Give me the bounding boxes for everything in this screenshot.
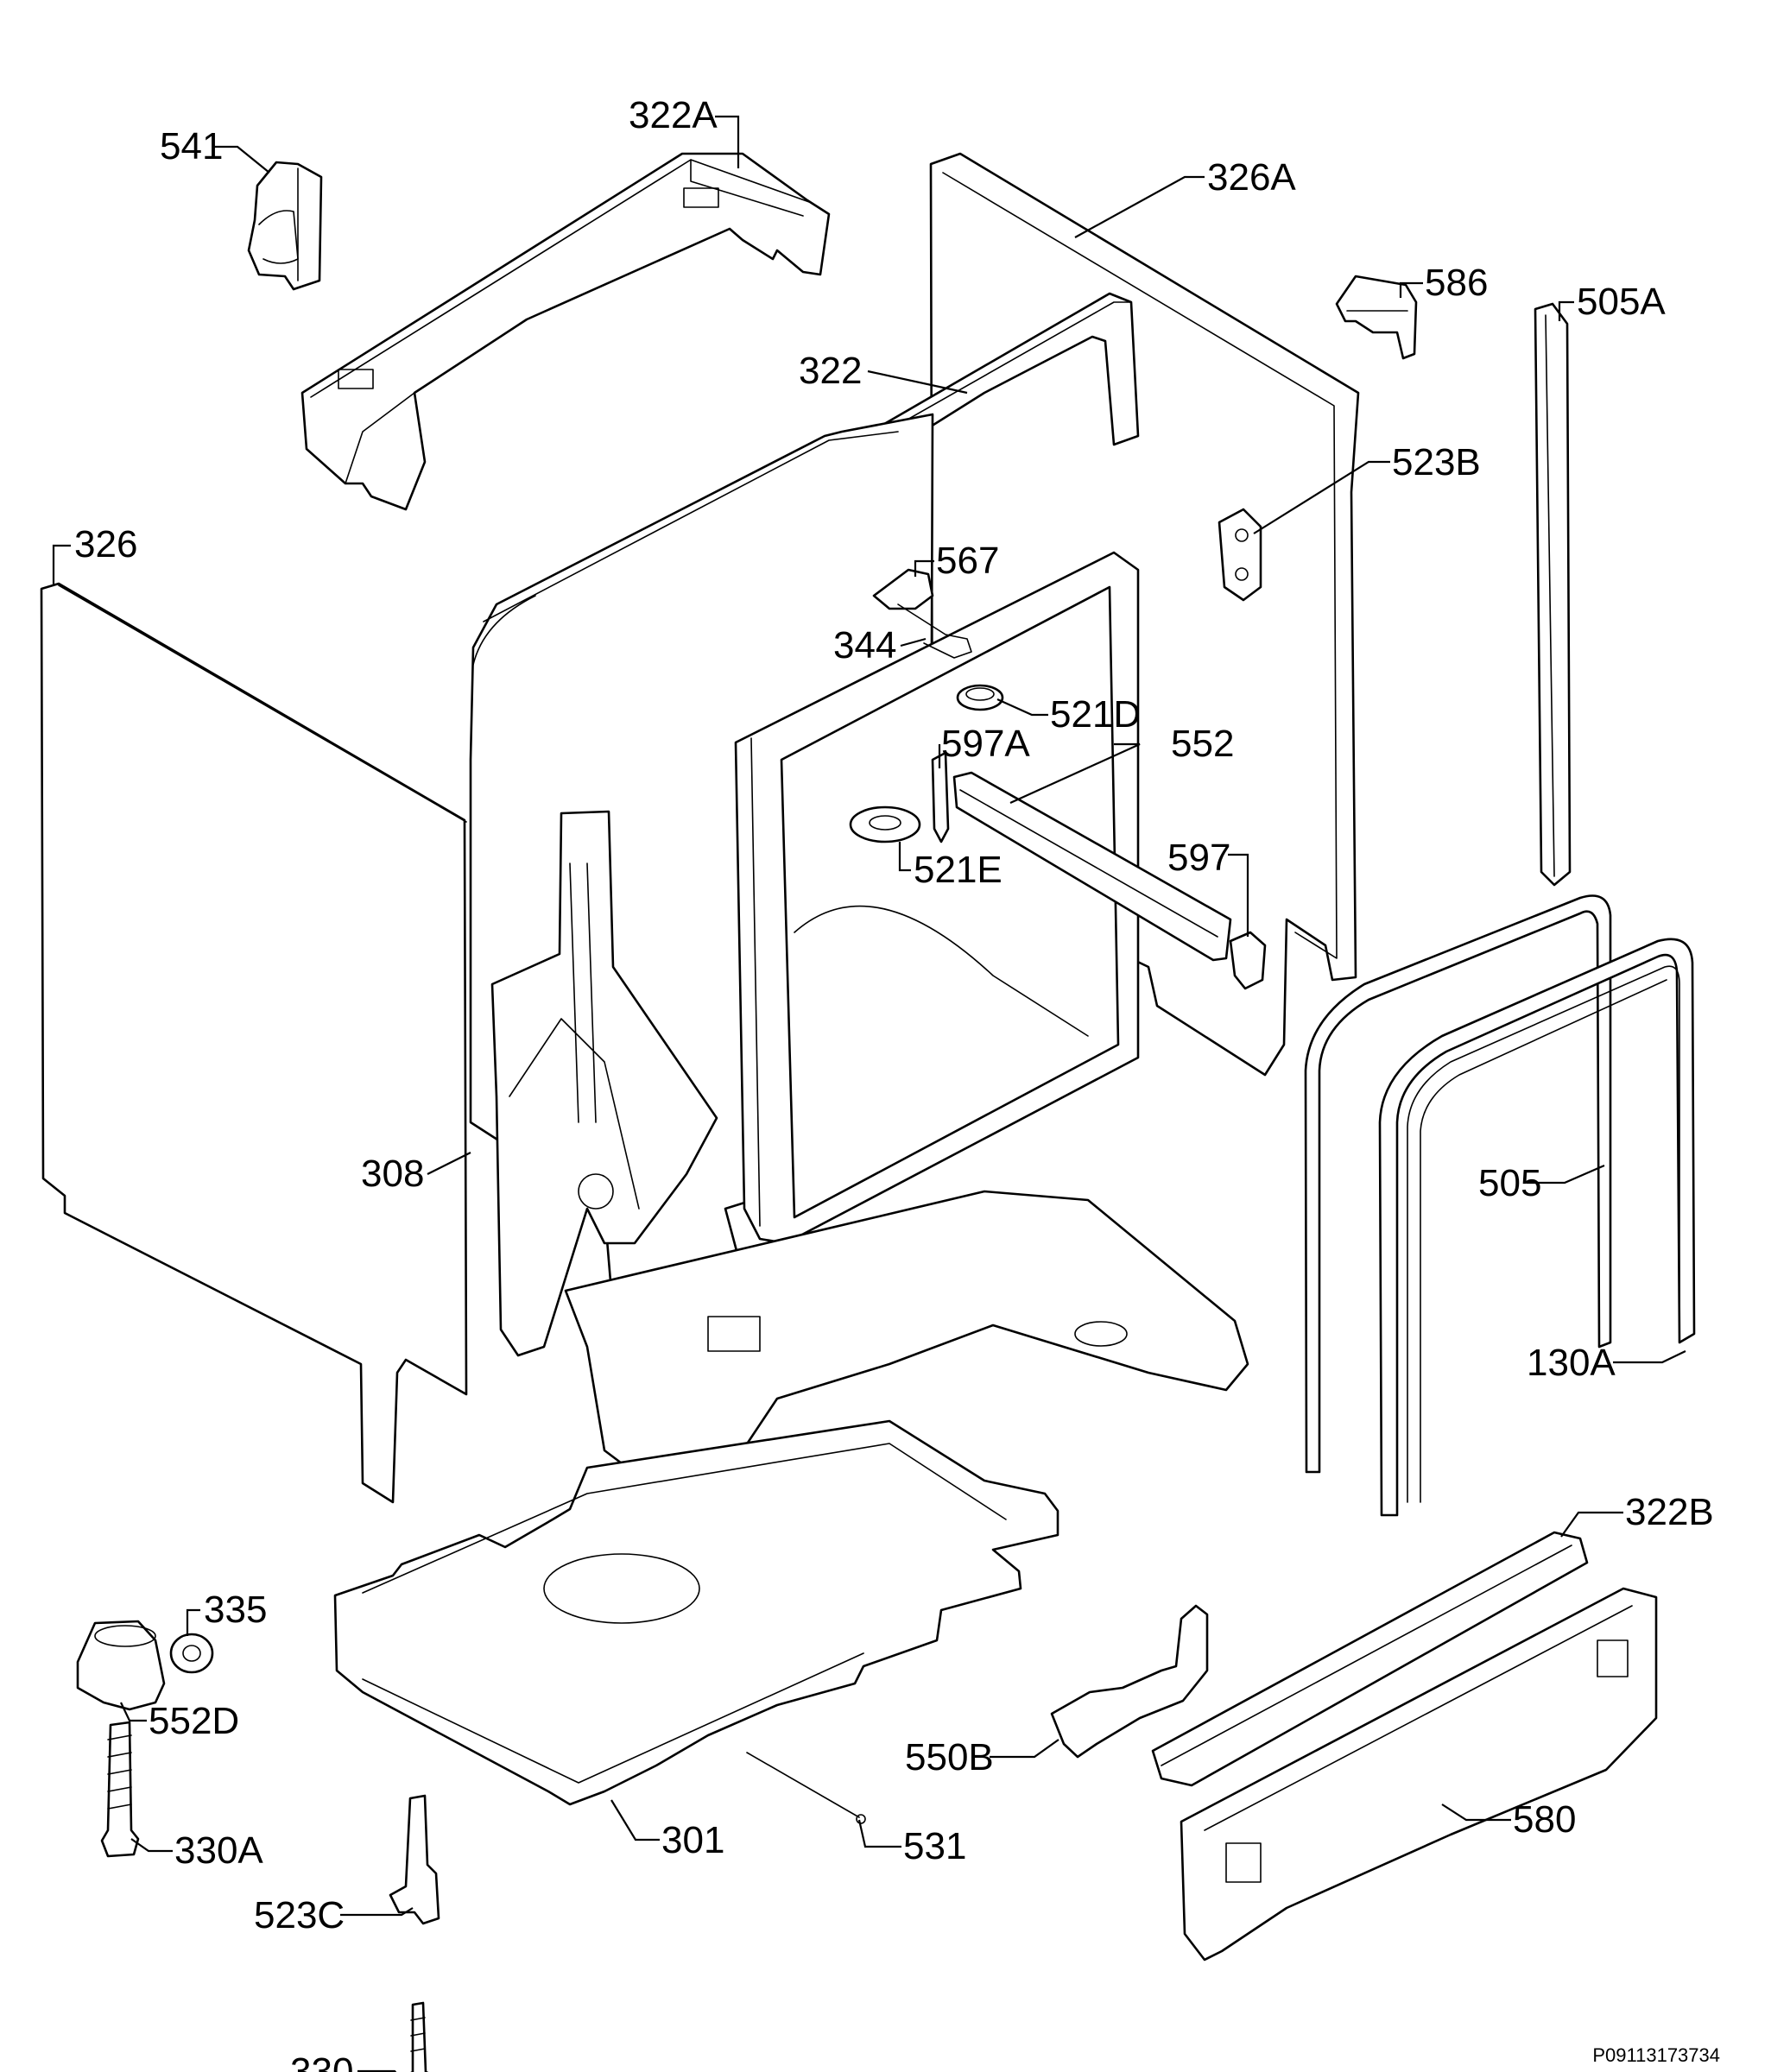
label-552: 552 (1171, 723, 1234, 765)
part-322b-rail (1151, 1531, 1589, 1787)
part-308-hinge (490, 810, 718, 1357)
part-335-gear (169, 1633, 214, 1674)
label-326a: 326A (1207, 156, 1296, 199)
label-521d: 521D (1050, 693, 1141, 736)
label-586: 586 (1425, 262, 1488, 304)
label-330: 330 (290, 2050, 353, 2072)
part-597-end-cap (1229, 931, 1267, 990)
label-541: 541 (160, 125, 223, 167)
label-322b: 322B (1625, 1491, 1714, 1533)
part-597a-pin (931, 751, 950, 843)
label-597a: 597A (941, 723, 1030, 765)
label-322a: 322A (629, 94, 718, 136)
drawing-code: P09113173734 (1592, 2044, 1720, 2066)
part-523b-bracket (1218, 508, 1262, 602)
label-523c: 523C (254, 1894, 345, 1936)
label-308: 308 (361, 1153, 424, 1195)
part-130a-seal (1378, 938, 1696, 1517)
label-322: 322 (799, 350, 862, 392)
label-567: 567 (936, 540, 999, 582)
part-580-plinth (1180, 1587, 1658, 1961)
part-301-base-tray (333, 1419, 1059, 1806)
part-552-rail (952, 771, 1232, 962)
part-586-bracket (1335, 275, 1418, 360)
label-580: 580 (1513, 1798, 1576, 1841)
label-130a: 130A (1527, 1342, 1616, 1384)
part-labels: 541 322A 326A 586 505A 322 523B 326 567 344 521D 59… (74, 94, 1714, 2072)
label-344: 344 (833, 624, 896, 666)
part-base-support (564, 1190, 1249, 1478)
part-541-clip (247, 161, 323, 291)
label-301: 301 (661, 1819, 724, 1861)
label-505a: 505A (1577, 281, 1666, 323)
part-door-frame (734, 551, 1140, 1245)
part-326-side-panel (40, 582, 468, 1504)
label-552d: 552D (149, 1700, 239, 1742)
part-523c-bracket (389, 1794, 440, 1925)
leader-lines (52, 115, 1686, 2072)
part-552d-actuator (76, 1620, 166, 1711)
label-597: 597 (1167, 837, 1230, 879)
label-521e: 521E (914, 849, 1003, 891)
part-344-spring (897, 603, 972, 659)
label-326: 326 (74, 523, 137, 565)
label-335: 335 (204, 1589, 267, 1631)
part-505a-strip (1534, 302, 1572, 887)
label-550b: 550B (905, 1736, 994, 1778)
part-322a-top-frame (300, 152, 831, 511)
label-505: 505 (1478, 1162, 1541, 1204)
part-330a-screw (100, 1721, 140, 1858)
part-567-clip (872, 568, 934, 610)
label-531: 531 (903, 1825, 966, 1867)
label-523b: 523B (1392, 441, 1481, 483)
label-330a: 330A (174, 1829, 263, 1872)
part-521d-cap (956, 684, 1004, 711)
part-330-screw (410, 2001, 429, 2072)
part-521e-ring (849, 805, 921, 843)
part-550b-bracket (1050, 1604, 1209, 1759)
part-505-seal (1304, 894, 1612, 1474)
part-531-wire (746, 1752, 866, 1824)
